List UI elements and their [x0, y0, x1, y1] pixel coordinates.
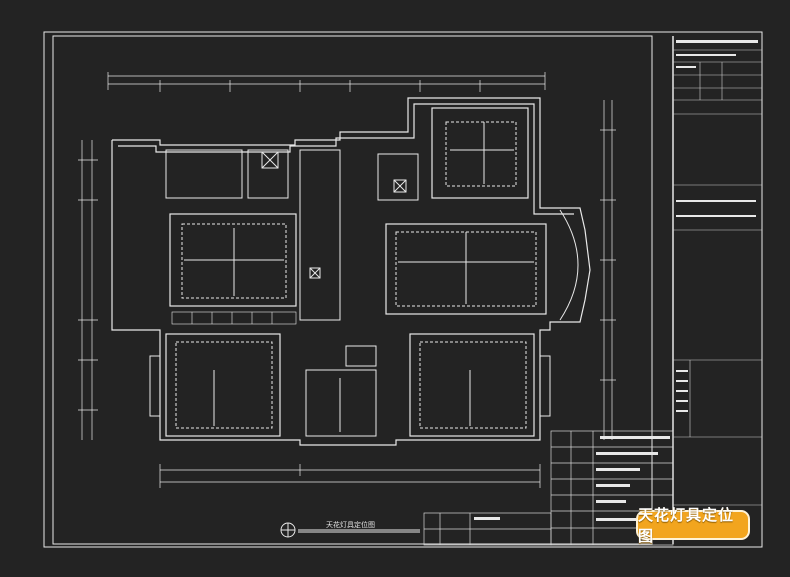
bottom-dimensions: [159, 464, 541, 488]
north-symbol: [280, 522, 420, 538]
sheet-inner-border: [52, 35, 653, 545]
room-top-right: [431, 107, 529, 199]
room-kitchen: [377, 153, 419, 201]
drawing-caption: 天花灯具定位图: [326, 521, 375, 529]
room-dining: [385, 209, 579, 321]
room-living-left: [169, 213, 297, 307]
room-bedroom-right: [409, 333, 551, 437]
top-dimensions: [107, 72, 546, 92]
left-dimensions: [78, 140, 98, 440]
room-bedroom-left: [149, 333, 281, 437]
drawing-title-badge: 天花灯具定位图: [636, 506, 750, 545]
sheet-outer-border: [43, 31, 763, 548]
title-block: [673, 49, 762, 506]
room-bathroom: [305, 345, 377, 437]
room-corridor: [299, 149, 341, 321]
cabinet-row: [171, 311, 297, 325]
right-dimensions: [600, 100, 616, 440]
room-top-left-small: [165, 149, 289, 199]
building-walls: [111, 97, 591, 446]
label-marks: [474, 40, 758, 521]
